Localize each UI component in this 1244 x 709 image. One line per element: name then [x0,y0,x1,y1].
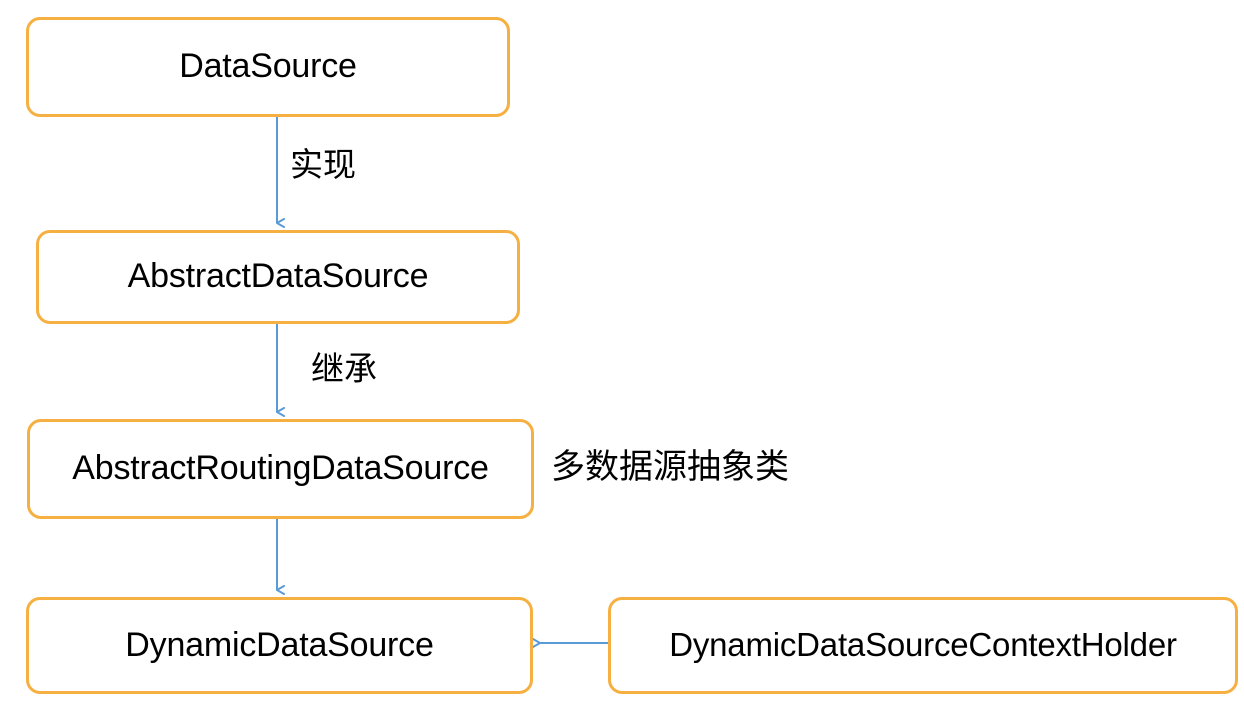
node-datasource-label: DataSource [179,47,357,86]
node-abstract-datasource-label: AbstractDataSource [127,257,429,296]
node-dynamic-datasource-label: DynamicDataSource [125,625,434,664]
node-dynamic-datasource-context-holder[interactable]: DynamicDataSourceContextHolder [608,597,1238,694]
node-datasource[interactable]: DataSource [26,17,510,117]
edge-label-extends: 继承 [311,350,377,387]
annotation-multi-datasource: 多数据源抽象类 [551,448,789,486]
node-abstract-routing-datasource[interactable]: AbstractRoutingDataSource [27,419,534,519]
edge-label-implements: 实现 [290,146,356,183]
node-dynamic-datasource[interactable]: DynamicDataSource [26,597,533,694]
node-abstract-routing-datasource-label: AbstractRoutingDataSource [72,449,489,488]
node-dynamic-datasource-context-holder-label: DynamicDataSourceContextHolder [669,626,1177,664]
node-abstract-datasource[interactable]: AbstractDataSource [36,230,520,324]
